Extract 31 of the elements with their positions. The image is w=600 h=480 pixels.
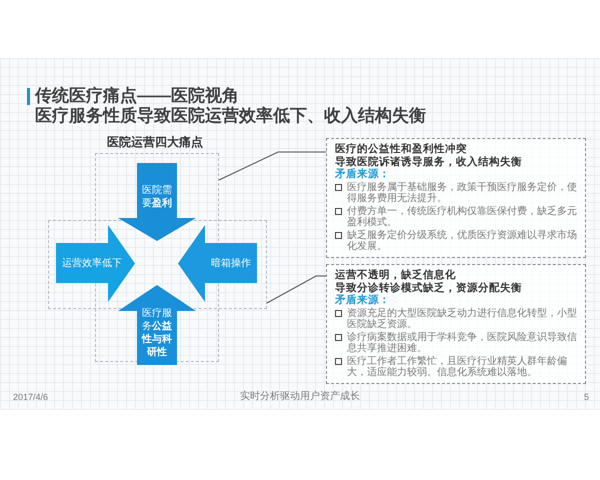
leader-line (218, 152, 326, 180)
bullet-text: 付费方单一，传统医疗机构仅靠医保付费，缺乏多元盈利模式。 (347, 206, 577, 228)
source-label: 矛盾来源： (335, 168, 391, 180)
block-arrow (178, 225, 257, 302)
card-heading: 导致分诊转诊模式缺乏，资源分配失衡 (335, 282, 523, 294)
arrow-label: 医疗服务公益性与科研性 (141, 307, 173, 359)
arrow-label: 医院需要盈利 (141, 184, 173, 210)
arrow-label: 暗箱操作 (211, 257, 251, 270)
block-arrow (56, 225, 135, 302)
card-heading: 导致医院诉诸诱导服务，收入结构失衡 (335, 156, 523, 168)
note-card (326, 264, 586, 384)
bullet-text: 医疗服务属于基础服务，政策干预医疗服务定价，使得服务费用无法提升。 (347, 182, 577, 204)
bullet-text: 医疗工作者工作繁忙，且医疗行业精英人群年龄偏大，适应能力较弱。信息化系统难以落地。 (347, 356, 568, 378)
source-label: 矛盾来源： (335, 294, 391, 306)
slide-title: 传统医疗痛点——医院视角 (35, 86, 239, 106)
note-card (326, 138, 586, 258)
bullet-text: 缺乏服务定价分级系统，优质医疗资源难以寻求市场化发展。 (347, 230, 577, 252)
slide-subtitle: 医疗服务性质导致医院运营效率低下、收入结构失衡 (35, 106, 426, 126)
arrow-label: 运营效率低下 (62, 257, 122, 270)
block-arrow (118, 163, 196, 241)
bullet-text: 资源充足的大型医院缺乏动力进行信息化转型，小型医院缺乏资源。 (347, 308, 577, 330)
footer-slogan: 实时分析驱动用户资产成长 (239, 390, 361, 403)
block-arrow (118, 285, 196, 365)
card-heading: 医疗的公益性和盈利性冲突 (335, 143, 468, 156)
footer-date: 2017/4/6 (13, 391, 48, 403)
bullet-text: 诊疗病案数据或用于学科竞争，医院风险意识导致信息共享推进困难。 (347, 332, 577, 354)
card-heading: 运营不透明，缺乏信息化 (335, 269, 457, 282)
leader-line (266, 276, 326, 304)
page-number: 5 (582, 391, 589, 403)
diagram-heading: 医院运营四大痛点 (107, 135, 203, 150)
dashed-frame (48, 220, 267, 309)
